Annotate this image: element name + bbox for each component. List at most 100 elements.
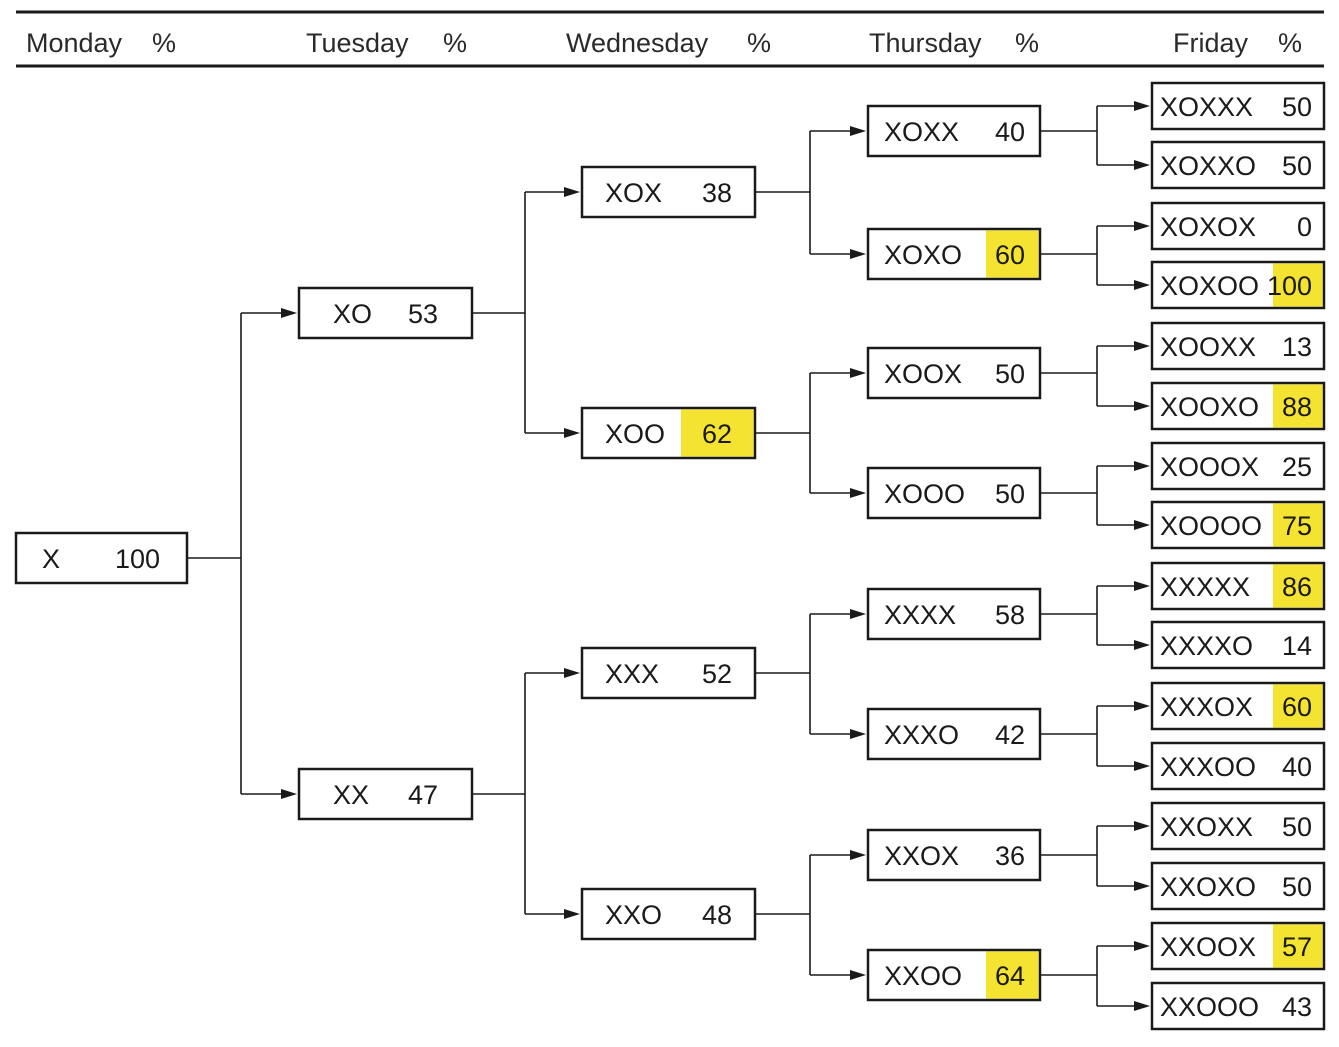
node-percent: 52	[702, 659, 732, 689]
node-percent: 58	[995, 600, 1025, 630]
arrowhead-icon	[850, 609, 866, 619]
header-day-wednesday: Wednesday	[566, 28, 709, 58]
node-percent: 25	[1282, 452, 1312, 482]
node-sequence: XOXO	[884, 240, 962, 270]
node-percent: 88	[1282, 392, 1312, 422]
node-sequence: XOXXO	[1160, 151, 1256, 181]
node-box	[866, 828, 1042, 882]
node-percent: 57	[1282, 932, 1312, 962]
node-percent: 50	[995, 359, 1025, 389]
arrowhead-icon	[850, 249, 866, 259]
arrowhead-icon	[1134, 160, 1150, 170]
node-percent: 50	[1282, 872, 1312, 902]
node-box	[1150, 741, 1326, 791]
tree-node-xxox: XXOX 36	[866, 828, 1042, 882]
node-percent: 62	[702, 419, 732, 449]
arrowhead-icon	[850, 368, 866, 378]
node-percent: 0	[1297, 212, 1312, 242]
node-percent: 42	[995, 720, 1025, 750]
highlight-fill	[986, 230, 1039, 278]
arrowhead-icon	[1134, 821, 1150, 831]
node-sequence: XOOOX	[1160, 452, 1259, 482]
arrowhead-icon	[1134, 461, 1150, 471]
arrowhead-icon	[281, 308, 297, 318]
node-sequence: XXX	[605, 659, 659, 689]
node-sequence: XXXO	[884, 720, 959, 750]
node-percent: 50	[995, 479, 1025, 509]
node-sequence: XOOXO	[1160, 392, 1259, 422]
tree-node-xooxo: XOOXO 88	[1150, 381, 1326, 431]
node-percent: 60	[1282, 692, 1312, 722]
highlight-fill	[1273, 564, 1323, 608]
arrowhead-icon	[1134, 1001, 1150, 1011]
arrowhead-icon	[850, 126, 866, 136]
node-sequence: XOXOO	[1160, 271, 1259, 301]
arrowhead-icon	[850, 488, 866, 498]
highlight-fill	[986, 951, 1039, 999]
tree-node-xxxo: XXXO 42	[866, 707, 1042, 761]
header-day-friday: Friday	[1173, 28, 1249, 58]
arrowhead-icon	[564, 668, 580, 678]
tree-node-xxx: XXX 52	[580, 646, 757, 700]
node-percent: 100	[1267, 271, 1312, 301]
tree-node-xxxx: XXXX 58	[866, 587, 1042, 641]
node-percent: 13	[1282, 332, 1312, 362]
node-sequence: XXXXX	[1160, 572, 1250, 602]
node-percent: 48	[702, 900, 732, 930]
node-sequence: XOOOO	[1160, 511, 1262, 541]
tree-node-xxxox: XXXOX 60	[1150, 681, 1326, 731]
node-percent: 75	[1282, 511, 1312, 541]
node-percent: 36	[995, 841, 1025, 871]
arrowhead-icon	[1134, 341, 1150, 351]
node-sequence: XOOXX	[1160, 332, 1256, 362]
highlight-fill	[1273, 384, 1323, 428]
arrowhead-icon	[564, 428, 580, 438]
connector-lines	[187, 101, 1150, 1011]
arrowhead-icon	[1134, 640, 1150, 650]
node-sequence: XXOO	[884, 961, 962, 991]
node-box	[1150, 81, 1326, 131]
arrowhead-icon	[1134, 881, 1150, 891]
node-sequence: XXOX	[884, 841, 959, 871]
node-percent: 53	[408, 299, 438, 329]
node-box	[297, 286, 474, 340]
arrowhead-icon	[850, 729, 866, 739]
arrowhead-icon	[1134, 221, 1150, 231]
node-sequence: XXOXX	[1160, 812, 1253, 842]
node-box	[14, 531, 189, 585]
node-sequence: XXXX	[884, 600, 956, 630]
node-box	[297, 767, 474, 821]
node-box	[1150, 620, 1326, 670]
arrowhead-icon	[1134, 101, 1150, 111]
node-percent: 60	[995, 240, 1025, 270]
node-box	[1150, 801, 1326, 851]
header-unit-friday: %	[1278, 28, 1302, 58]
tree-node-xoxo: XOXO 60	[866, 227, 1042, 281]
node-percent: 100	[115, 544, 160, 574]
node-percent: 40	[995, 117, 1025, 147]
node-percent: 86	[1282, 572, 1312, 602]
tree-node-xoxx: XOXX 40	[866, 104, 1042, 158]
arrowhead-icon	[850, 850, 866, 860]
node-box	[580, 646, 757, 700]
node-box	[866, 346, 1042, 400]
node-box	[580, 165, 757, 219]
header-day-thursday: Thursday	[869, 28, 982, 58]
node-sequence: XOO	[605, 419, 665, 449]
node-percent: 50	[1282, 812, 1312, 842]
tree-node-xxxxx: XXXXX 86	[1150, 561, 1326, 611]
node-sequence: XOXX	[884, 117, 959, 147]
node-sequence: XO	[333, 299, 372, 329]
node-sequence: XXXOX	[1160, 692, 1253, 722]
header-unit-monday: %	[152, 28, 176, 58]
node-box	[866, 466, 1042, 520]
header-unit-thursday: %	[1015, 28, 1039, 58]
